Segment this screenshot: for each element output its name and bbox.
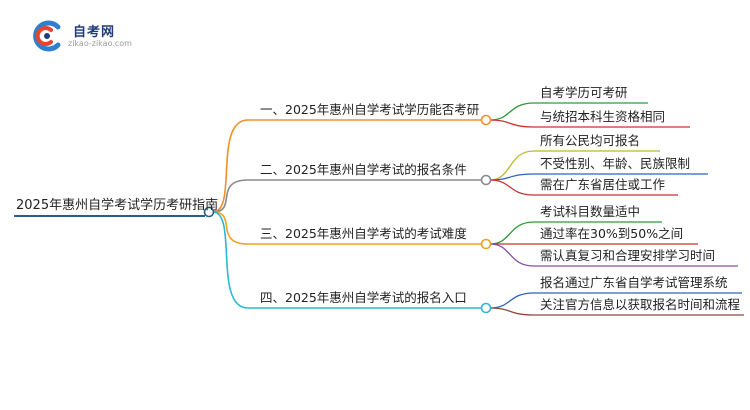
leaf-label: 报名通过广东省自学考试管理系统 bbox=[540, 275, 728, 290]
leaf-label: 考试科目数量适中 bbox=[540, 204, 641, 219]
leaf-connector bbox=[489, 119, 535, 128]
leaf-label: 所有公民均可报名 bbox=[540, 133, 641, 148]
branch-connector bbox=[212, 119, 249, 213]
leaf-connector bbox=[489, 221, 535, 245]
leaf-label: 不受性别、年龄、民族限制 bbox=[540, 156, 691, 171]
branch-connector bbox=[212, 211, 249, 245]
root-node-circle bbox=[203, 206, 215, 218]
branch-connector bbox=[212, 179, 249, 213]
leaf-connector bbox=[489, 179, 535, 196]
leaf-connector bbox=[489, 307, 535, 316]
leaf-label: 与统招本科生资格相同 bbox=[540, 109, 666, 124]
leaf-label: 需在广东省居住或工作 bbox=[540, 177, 666, 192]
leaf-connector bbox=[489, 150, 535, 181]
branch-connector bbox=[212, 211, 249, 309]
leaf-connector bbox=[489, 292, 535, 309]
branch-node-circle bbox=[480, 238, 492, 250]
branch-label: 一、2025年惠州自学考试学历能否考研 bbox=[260, 102, 480, 117]
leaf-label: 关注官方信息以获取报名时间和流程 bbox=[540, 297, 741, 312]
logo-domain: zikao-zikao.com bbox=[68, 39, 132, 48]
branch-label: 四、2025年惠州自学考试的报名入口 bbox=[260, 290, 467, 305]
leaf-label: 通过率在30%到50%之间 bbox=[540, 226, 684, 241]
branch-node-circle bbox=[480, 174, 492, 186]
leaf-label: 自考学历可考研 bbox=[540, 85, 628, 100]
branch-label: 三、2025年惠州自学考试的考试难度 bbox=[260, 226, 467, 241]
branch-node-circle bbox=[480, 302, 492, 314]
logo-mark-icon bbox=[33, 20, 61, 52]
leaf-connector bbox=[489, 243, 535, 267]
leaf-connector bbox=[489, 102, 535, 121]
branch-label: 二、2025年惠州自学考试的报名条件 bbox=[260, 162, 467, 177]
leaf-label: 需认真复习和合理安排学习时间 bbox=[540, 248, 716, 263]
logo-name: 自考网 bbox=[73, 25, 116, 40]
site-logo: 自考网 zikao-zikao.com bbox=[30, 18, 150, 54]
leaf-connector bbox=[489, 173, 535, 181]
branch-node-circle bbox=[480, 114, 492, 126]
root-label: 2025年惠州自学考试学历考研指南 bbox=[16, 198, 219, 213]
